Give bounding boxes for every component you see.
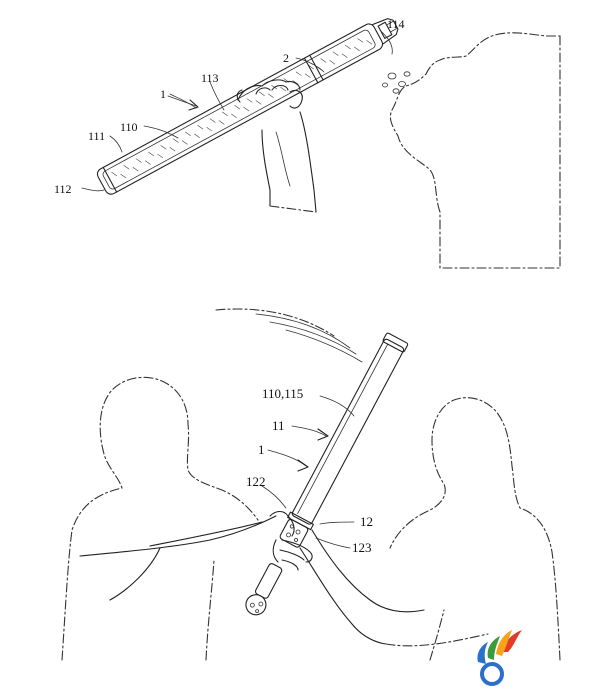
- label-1: 1: [160, 87, 166, 101]
- left-person-silhouette: [61, 376, 259, 661]
- swing-lines: [215, 308, 363, 363]
- top-hand: [236, 79, 317, 213]
- label-110-115: 110,115: [262, 386, 303, 401]
- logo-flame-orange: [496, 630, 512, 656]
- top-person-silhouette: [389, 32, 561, 269]
- label-123: 123: [352, 540, 372, 555]
- label-113: 113: [201, 71, 219, 85]
- outer-tube: [96, 23, 384, 195]
- label-12: 12: [360, 514, 373, 529]
- label-111: 111: [88, 129, 105, 143]
- bottom-device: [245, 332, 409, 616]
- label-2: 2: [283, 51, 289, 65]
- logo-ring: [480, 662, 504, 686]
- label-1-bottom: 1: [258, 442, 265, 457]
- right-person-silhouette: [389, 397, 561, 661]
- top-leaders: [81, 29, 393, 192]
- top-device: [96, 18, 399, 195]
- label-122: 122: [246, 474, 266, 489]
- inner-tube: [102, 29, 376, 190]
- label-11: 11: [272, 418, 285, 433]
- label-110: 110: [120, 120, 138, 134]
- label-112: 112: [54, 182, 72, 196]
- flame-logo: [477, 630, 522, 686]
- bottom-leaders: [261, 395, 355, 549]
- vapour-puffs: [382, 71, 411, 94]
- figure-bottom: 110,115 11 1 122 12 123: [61, 308, 561, 661]
- label-114: 114: [387, 17, 405, 31]
- hilt: [279, 518, 309, 548]
- left-arm: [79, 515, 277, 557]
- figure-top: 114 2 113 1 110 111 112: [54, 17, 561, 269]
- right-arm: [311, 529, 425, 613]
- end-knob: [245, 594, 267, 616]
- logo-flame-green: [487, 636, 500, 660]
- logo-flame-blue: [477, 642, 488, 664]
- tube-hatching: [111, 38, 373, 179]
- blade-tube: [291, 338, 405, 525]
- nozzle-shape: [372, 18, 399, 45]
